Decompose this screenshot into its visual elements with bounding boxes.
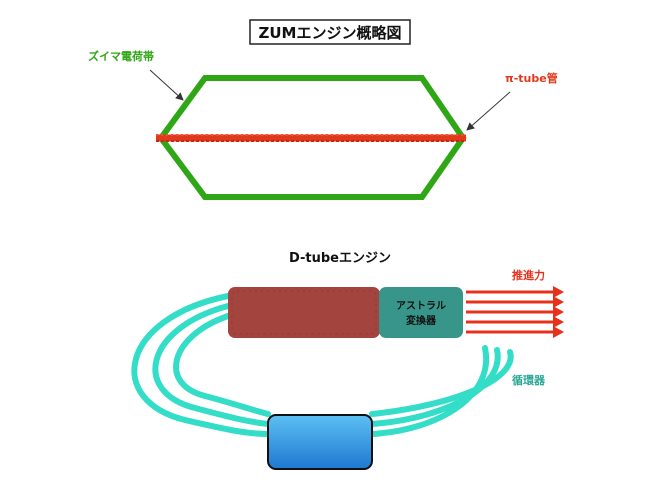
loop-outer [131,293,490,437]
chamber-block [228,287,380,338]
pi-tube-line [156,134,466,142]
astral-converter [379,287,463,338]
converter-line-2: 変換器 [406,314,437,327]
label-circulator: 循環器 [512,373,546,387]
thrust-arrows [466,286,564,338]
label-thrust: 推進力 [512,268,545,282]
label-zuima-band: ズイマ電荷帯 [88,49,154,63]
label-pi-tube: π-tube管 [505,71,558,85]
pointer-zuima-band [149,69,184,101]
converter-line-1: アストラル [396,300,446,312]
circulation-loops [131,293,514,437]
chamber-texture [231,290,377,335]
pointer-pi-tube [466,91,511,131]
zum-title: ZUMエンジン概略図 [259,24,402,42]
loop-middle [152,303,501,427]
tank-block [267,414,373,470]
dtube-title: D-tubeエンジン [289,251,391,266]
zum-title-box [249,19,411,45]
loop-inner [173,313,514,417]
